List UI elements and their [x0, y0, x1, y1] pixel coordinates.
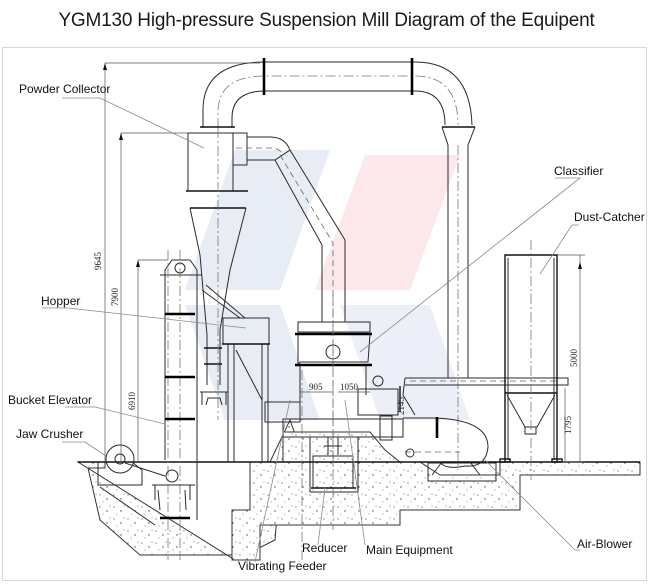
dim-line-6910 — [137, 259, 168, 462]
reducer-shaft — [324, 437, 342, 455]
hopper-chute — [201, 284, 246, 319]
label-jaw-crusher: Jaw Crusher — [16, 427, 83, 441]
return-duct — [441, 126, 476, 378]
label-powder-collector: Powder Collector — [19, 82, 110, 96]
watermark-blue-upper — [185, 150, 330, 290]
label-reducer: Reducer — [302, 541, 347, 555]
dim-line-9645 — [104, 62, 260, 462]
duct-inner — [231, 90, 446, 128]
dust-catcher — [499, 240, 563, 480]
blower-upper-duct — [402, 377, 569, 416]
dust-catcher-foot-right — [551, 458, 563, 463]
collector-cone — [189, 207, 247, 385]
crusher-hub — [114, 453, 126, 465]
blower-pit — [427, 462, 497, 482]
hopper-legs — [227, 344, 269, 462]
dim-905: 905 — [309, 382, 323, 392]
collector-inlet — [233, 132, 291, 166]
label-classifier: Classifier — [554, 164, 603, 178]
classifier-motor — [372, 375, 384, 387]
top-duct — [200, 58, 476, 470]
hopper — [201, 284, 270, 462]
main-equipment — [264, 290, 399, 560]
leader-classifier — [359, 177, 582, 353]
dim-2145: 2145 — [396, 397, 406, 416]
mill-gearbox — [357, 388, 399, 416]
jaw-crusher — [97, 444, 195, 526]
classifier-body — [297, 333, 371, 367]
collector-valve — [200, 391, 228, 406]
powder-collector — [186, 132, 346, 470]
blower-support — [431, 461, 481, 476]
blower-motor — [405, 448, 415, 458]
crusher-to-feeder-belt — [124, 462, 166, 477]
reducer — [311, 437, 356, 489]
duct-centerline — [217, 75, 459, 128]
dim-arrow-5000 — [578, 262, 582, 269]
dim-6910: 6910 — [127, 392, 137, 411]
bucket-elevator — [160, 250, 202, 560]
leader-jaw-crusher — [62, 441, 107, 457]
feeder-motor — [165, 469, 179, 483]
watermark — [185, 150, 470, 420]
leader-air-blower — [482, 457, 580, 551]
leader-hopper — [42, 307, 247, 329]
dim-9645: 9645 — [93, 252, 103, 271]
base-air-duct — [282, 418, 404, 438]
feeder-frame — [152, 484, 195, 511]
blower-housing — [403, 417, 489, 468]
dust-catcher-foot-left — [499, 458, 511, 463]
watermark-blue-lower-right — [340, 305, 470, 420]
dim-7900: 7900 — [110, 288, 120, 307]
foundation-main — [231, 431, 641, 561]
air-blower — [282, 377, 569, 476]
hopper-feed-pipe — [235, 349, 263, 401]
leader-reducer — [317, 487, 326, 546]
collector-inlet-centerline — [236, 147, 283, 153]
duct-outer — [202, 61, 473, 128]
label-dust-catcher: Dust-Catcher — [574, 210, 645, 224]
mill-side-box — [264, 401, 301, 423]
leader-dust-catcher — [539, 224, 579, 275]
leader-bucket-elevator — [65, 406, 166, 425]
label-vibrating-feeder: Vibrating Feeder — [238, 559, 327, 573]
diagram-title: YGM130 High-pressure Suspension Mill Dia… — [58, 10, 595, 31]
vibrating-feeder-slope — [99, 486, 156, 526]
label-bucket-elevator: Bucket Elevator — [8, 393, 92, 407]
leader-vibrating-feeder — [254, 399, 291, 563]
classifier-top — [297, 321, 371, 333]
dim-arrow-7900 — [119, 133, 123, 140]
crusher-flywheel — [105, 444, 135, 474]
watermark-blue-lower — [185, 305, 320, 420]
label-main-equipment: Main Equipment — [366, 543, 453, 557]
leader-main-equipment — [344, 399, 366, 546]
leader-lines — [42, 97, 582, 563]
dim-line-7900 — [120, 132, 188, 462]
label-air-blower: Air-Blower — [577, 537, 632, 551]
foundation — [76, 418, 641, 561]
dim-1795: 1795 — [563, 416, 573, 435]
dim-arrow-6910 — [136, 260, 140, 267]
dimension-lines — [103, 62, 585, 463]
duct-coupling — [379, 415, 393, 441]
dust-catcher-frame — [504, 254, 558, 462]
label-hopper: Hopper — [41, 294, 80, 308]
dim-line-5000 — [557, 254, 585, 463]
collector-outlet-pipe — [274, 149, 346, 322]
watermark-red — [315, 155, 460, 290]
dim-1050: 1050 — [340, 382, 359, 392]
dim-5000: 5000 — [569, 349, 579, 368]
leader-powder-collector — [62, 97, 205, 149]
dust-catcher-outlet — [524, 426, 537, 435]
diagram-frame — [2, 47, 647, 581]
dim-arrow-9645 — [103, 63, 107, 70]
elevator-casing — [160, 259, 202, 520]
